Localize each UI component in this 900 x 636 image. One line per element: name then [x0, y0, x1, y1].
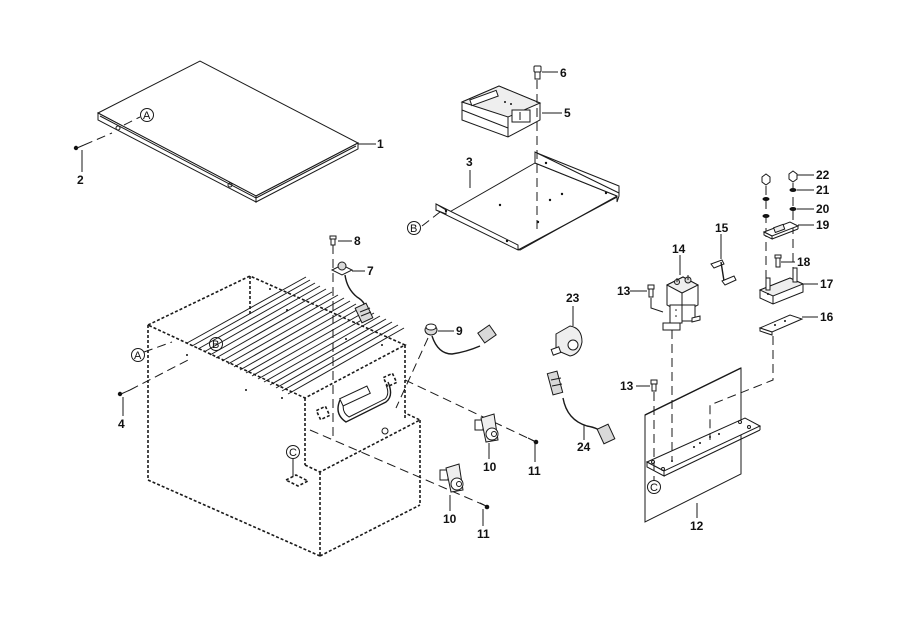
callout-21: 21: [816, 183, 830, 197]
ref-a-box-leader: [143, 341, 173, 353]
callout-3: 3: [466, 155, 473, 169]
fuse-holder-screw: [774, 254, 782, 268]
cover-screw: [73, 144, 85, 151]
nut: [761, 170, 798, 186]
callout-5: 5: [564, 106, 571, 120]
callout-15: 15: [715, 221, 729, 235]
ref-b-tray-label: B: [410, 223, 417, 235]
current-sensor: [550, 325, 583, 357]
fuse-base-plate: [758, 314, 804, 336]
callout-7: 7: [367, 264, 374, 278]
ref-b-box-label: B: [212, 339, 219, 351]
callout-13a: 13: [617, 284, 631, 298]
sensor-harness: [546, 370, 616, 445]
callout-17: 17: [820, 277, 834, 291]
axis-line-fuse-plate: [709, 336, 774, 440]
ref-a-box-label: A: [134, 350, 142, 362]
bus-bar: [710, 259, 737, 286]
socket-screw-upper: [527, 437, 539, 445]
flat-washer: [762, 207, 797, 218]
callout-10a: 10: [483, 460, 497, 474]
socket-screw-lower: [479, 502, 490, 510]
callout-14: 14: [672, 242, 686, 256]
harness-connector: [330, 261, 374, 324]
callout-6: 6: [560, 66, 567, 80]
ref-b-tray-circle: [407, 221, 421, 235]
controller-module: [460, 85, 542, 138]
mounting-plate: [644, 367, 762, 523]
callout-19: 19: [816, 218, 830, 232]
controller-tray: [435, 151, 620, 251]
axis-line-9: [395, 337, 429, 409]
ref-a-cover-circle: [140, 108, 154, 122]
fuse-holder: [758, 267, 805, 305]
controller-screw: [533, 65, 542, 80]
axis-line-4: [129, 359, 189, 391]
ref-b-box-circle: [209, 337, 223, 351]
callout-10b: 10: [443, 512, 457, 526]
battery-cells: [186, 276, 405, 395]
ref-a-box-circle: [131, 348, 145, 362]
box-handle: [337, 381, 392, 423]
callout-11a: 11: [528, 464, 541, 478]
ref-c-plate-circle: [647, 480, 661, 494]
ref-c-box-circle: [286, 445, 300, 459]
callout-12: 12: [690, 519, 704, 533]
socket-upper: [474, 413, 499, 443]
callout-9: 9: [456, 324, 463, 338]
ref-a-cover-label: A: [143, 110, 151, 122]
battery-box: [147, 275, 422, 557]
plate-screw: [650, 379, 658, 392]
callout-22: 22: [816, 168, 830, 182]
callout-2: 2: [77, 173, 84, 187]
callout-23: 23: [566, 291, 580, 305]
callout-1: 1: [377, 137, 384, 151]
axis-line-2: [83, 132, 113, 146]
contactor-screw: [647, 284, 655, 298]
contactor: [662, 275, 701, 331]
ref-a-cover-leader: [123, 116, 141, 126]
grommet-harness: [424, 323, 497, 355]
callout-16: 16: [820, 310, 834, 324]
axis-line-socket-upper: [404, 379, 535, 442]
callout-20: 20: [816, 202, 830, 216]
box-screw: [117, 389, 131, 397]
fuse: [762, 221, 800, 240]
ref-b-tray-leader: [421, 211, 441, 227]
callout-11b: 11: [477, 527, 490, 541]
lock-washer: [762, 188, 797, 201]
axis-line-13a: [650, 298, 664, 313]
connector-screw: [329, 235, 337, 246]
ref-c-plate-label: C: [650, 482, 658, 494]
callout-18: 18: [797, 255, 811, 269]
callout-8: 8: [354, 234, 361, 248]
callout-24: 24: [577, 440, 591, 454]
axis-line-socket-lower: [309, 429, 485, 506]
ref-c-box-label: C: [289, 447, 297, 459]
top-cover: [96, 60, 360, 203]
callout-4: 4: [118, 417, 125, 431]
callout-13b: 13: [620, 379, 634, 393]
socket-lower: [439, 463, 464, 493]
